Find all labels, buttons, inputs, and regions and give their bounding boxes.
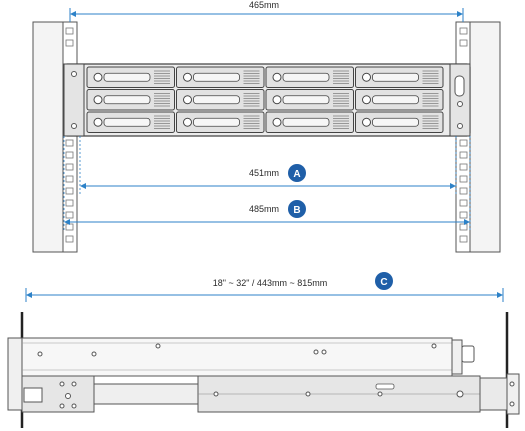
drive-tray: [265, 111, 354, 133]
drive-tray: [176, 111, 265, 133]
drive-tray: [355, 111, 444, 133]
dimension-a-label: 451mm: [249, 168, 279, 178]
drive-latch-icon: [272, 95, 282, 105]
drive-latch-icon: [362, 72, 371, 82]
dimension-c-label: 18" ~ 32" / 443mm ~ 815mm: [213, 278, 327, 288]
drive-latch-icon: [93, 95, 103, 105]
front-rail-bracket: [23, 387, 43, 403]
drive-release-lever: [282, 72, 330, 82]
drive-tray: [355, 66, 444, 88]
left-ear-screw: [71, 71, 77, 77]
drive-tray: [86, 89, 175, 111]
dimension-top-label: 465mm: [249, 0, 279, 10]
dimension-a: 451mm A: [79, 136, 457, 196]
drive-tray: [176, 66, 265, 88]
side-view: 18" ~ 32" / 443mm ~ 815mm C: [7, 272, 520, 428]
drive-release-lever: [372, 72, 419, 82]
drive-release-lever: [193, 117, 240, 127]
drive-latch-icon: [183, 72, 192, 82]
drive-release-lever: [193, 72, 240, 82]
chassis-side: [7, 337, 475, 411]
drive-release-lever: [103, 95, 151, 105]
drive-latch-icon: [362, 95, 371, 105]
left-rail-holes: [65, 27, 74, 243]
drive-release-lever: [372, 95, 419, 105]
drive-release-lever: [103, 72, 151, 82]
badge-b-label: B: [293, 205, 300, 216]
drive-release-lever: [193, 95, 240, 105]
dimension-c: 18" ~ 32" / 443mm ~ 815mm C: [25, 272, 504, 302]
drive-release-lever: [103, 117, 151, 127]
dimension-b: 485mm B: [63, 136, 471, 230]
slide-rail: [21, 373, 520, 415]
drive-latch-icon: [362, 117, 371, 127]
badge-a-label: A: [293, 169, 300, 180]
power-button-icon: [454, 75, 465, 97]
drive-tray: [265, 89, 354, 111]
left-rack-post: [32, 21, 78, 253]
drive-latch-icon: [93, 117, 103, 127]
drive-release-lever: [372, 117, 419, 127]
drive-latch-icon: [183, 117, 192, 127]
drive-latch-icon: [272, 117, 282, 127]
right-rack-post: [455, 21, 501, 253]
drive-release-lever: [282, 117, 330, 127]
drive-release-lever: [282, 95, 330, 105]
badge-c-label: C: [380, 277, 387, 288]
drive-tray: [265, 66, 354, 88]
dimension-top: 465mm: [69, 0, 464, 22]
drive-latch-icon: [93, 72, 103, 82]
dimension-b-label: 485mm: [249, 204, 279, 214]
drive-bays: [86, 66, 444, 133]
drive-latch-icon: [183, 95, 192, 105]
badge-c: [375, 272, 393, 290]
badge-b: [288, 200, 306, 218]
drive-latch-icon: [272, 72, 282, 82]
rear-handle-icon: [461, 345, 475, 363]
badge-a: [288, 164, 306, 182]
drive-tray: [86, 111, 175, 133]
drive-tray: [86, 66, 175, 88]
drive-tray: [355, 89, 444, 111]
status-led-icon: [457, 101, 463, 107]
drive-tray: [176, 89, 265, 111]
front-view: 465mm 451mm A 485mm B: [32, 0, 501, 253]
